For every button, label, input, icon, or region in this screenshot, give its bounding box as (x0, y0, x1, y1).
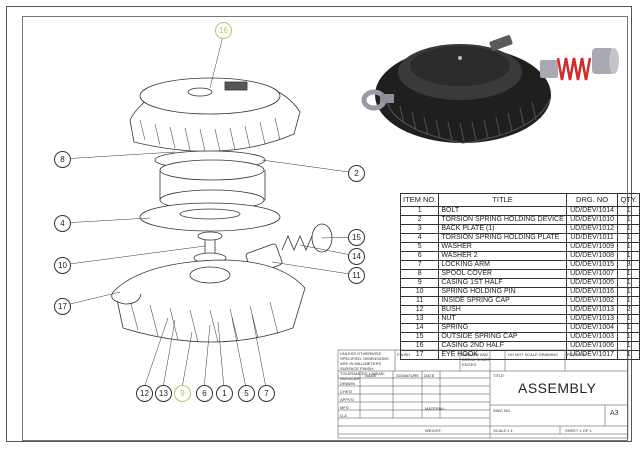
qa-label: Q.A (340, 413, 347, 418)
finish-label: FINISH (397, 352, 411, 357)
signature-header: SIGNATURE (396, 373, 420, 378)
sheet-size: A3 (610, 410, 619, 417)
approved-label: APPV'D (340, 397, 355, 402)
callout-balloon: 12 (136, 385, 153, 402)
scale-label: SCALE:1:1 (493, 428, 513, 433)
bom-cell-item-no: 17 (399, 350, 440, 360)
callout-balloon: 7 (258, 385, 275, 402)
callout-balloon: 4 (54, 215, 71, 232)
dwg-no-label: DWG NO. (493, 408, 511, 413)
callout-balloon: 5 (238, 385, 255, 402)
bom-cell-qty: 1 (617, 350, 640, 360)
deburr-note: DEBURR AND BREAK SHARP EDGES (462, 352, 491, 367)
exploded-parts (111, 77, 333, 343)
callout-balloon: 14 (348, 248, 365, 265)
callout-balloon: 17 (54, 298, 71, 315)
mfg-label: MFG (340, 405, 349, 410)
name-header: NAME (365, 373, 377, 378)
date-header: DATE (424, 373, 435, 378)
sheet-count: SHEET 1 OF 1 (565, 428, 592, 433)
callout-balloon: 9 (174, 385, 191, 402)
callout-balloon: 15 (348, 229, 365, 246)
callout-balloon: 6 (196, 385, 213, 402)
drawn-label: DRAWN (340, 381, 355, 386)
revision-label: REVISION (567, 352, 587, 357)
checked-label: CHK'D (340, 389, 353, 394)
tolerance-notes: UNLESS OTHERWISE SPECIFIED: DIMENSIONS A… (340, 351, 389, 381)
no-scale-note: DO NOT SCALE DRAWING (508, 352, 559, 357)
callout-balloon: 11 (348, 267, 365, 284)
title-label: TITLE: (493, 373, 506, 378)
callout-balloon: 1 (216, 385, 233, 402)
material-label: MATERIAL: (425, 406, 446, 411)
bom-cell-drg-no: UD/DEV/1017 (565, 350, 619, 360)
weight-label: WEIGHT: (425, 428, 442, 433)
callout-balloon: 10 (54, 257, 71, 274)
rendered-assembly-view (361, 35, 619, 144)
callout-balloon: 13 (155, 385, 172, 402)
drawing-title: ASSEMBLY (518, 380, 597, 396)
bom-cell-title: EYE HOOK (438, 350, 567, 360)
callout-balloon: 16 (215, 22, 232, 39)
callout-balloon: 2 (348, 165, 365, 182)
callout-balloon: 8 (54, 151, 71, 168)
leader-lines (61, 35, 357, 389)
